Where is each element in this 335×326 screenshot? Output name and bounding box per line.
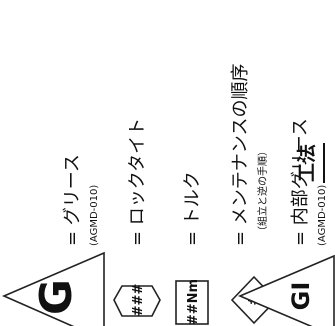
internal-grease-part-number: (AGMD-010) (317, 185, 328, 246)
grease-label: = グリース (62, 154, 83, 246)
internal-grease-triangle-icon (237, 254, 335, 326)
internal-grease-symbol-text: GI (287, 282, 315, 311)
torque-rect-icon (175, 280, 209, 325)
legend-row-torque: ##Nm = トルク (175, 171, 209, 325)
grease-symbol-letter: G (31, 279, 82, 315)
legend-row-internal-grease: GI = 内部グリース (AGMD-010) (237, 118, 335, 326)
torque-label: = トルク (182, 171, 203, 246)
maintenance-sub-label: （組立と逆の手順） (256, 146, 269, 236)
torque-symbol-text: ##Nm (186, 279, 201, 325)
grease-part-number: (AGMD-010) (89, 185, 100, 246)
legend-row-grease: G = グリース (AGMD-010) (1, 154, 105, 326)
maintenance-label: = メンテナンスの順序 (230, 64, 251, 246)
loctite-symbol-text: ### (131, 284, 146, 317)
internal-grease-label: = 内部グリース (290, 118, 311, 246)
loctite-hexagon-icon (113, 285, 161, 317)
legend-row-loctite: ### = ロックタイト (113, 118, 161, 317)
grease-triangle-icon (1, 251, 105, 326)
header-title: 工法 (295, 144, 318, 182)
loctite-label: = ロックタイト (127, 118, 148, 246)
